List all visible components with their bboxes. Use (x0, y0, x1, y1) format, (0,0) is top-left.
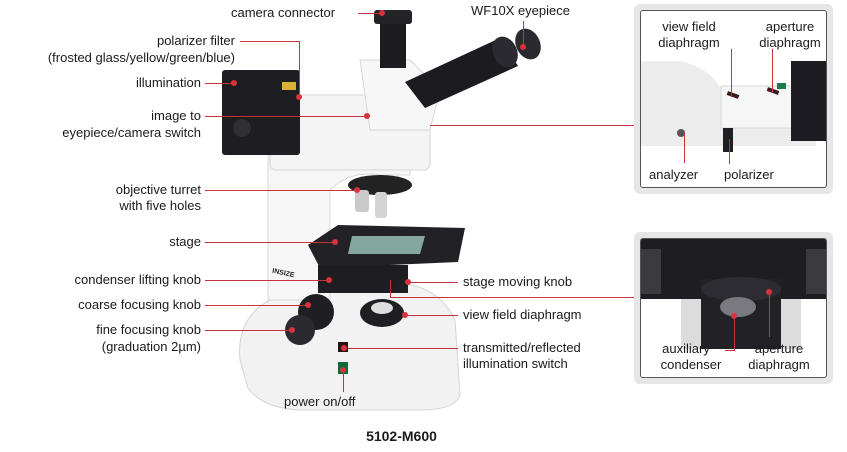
label-image-switch-2: eyepiece/camera switch (62, 125, 201, 140)
inset-bottom-leader-auxiliary (734, 317, 735, 351)
label-power: power on/off (284, 394, 356, 409)
inset-bottom-leader-aperture (769, 293, 770, 337)
leader-stage-moving (408, 282, 458, 283)
inset-top-label-viewfield-2: diaphragm (658, 35, 720, 50)
label-image-switch: image to (151, 108, 201, 123)
leader-power (343, 370, 344, 392)
leader-inset-top (430, 125, 634, 126)
leader-illumination (205, 83, 235, 84)
marker-trans-refl (341, 345, 347, 351)
marker-condenser-lifting (326, 277, 332, 283)
inset-bottom-label-auxiliary: auxiliary (662, 341, 710, 356)
label-illumination: illumination (135, 75, 201, 90)
leader-eyepiece (523, 21, 524, 46)
leader-trans-refl (348, 348, 458, 349)
label-polarizer-filter-colors: (frosted glass/yellow/green/blue) (47, 50, 235, 65)
inset-bottom-frame: auxiliary condenser aperture diaphragm (634, 232, 833, 384)
leader-polarizer-filter (240, 41, 300, 42)
inset-top-leader-viewfield (731, 49, 732, 97)
label-coarse-focus: coarse focusing knob (78, 297, 201, 312)
label-eyepiece: WF10X eyepiece (471, 3, 570, 18)
inset-bottom: auxiliary condenser aperture diaphragm (640, 238, 827, 378)
leader-image-switch (205, 116, 368, 117)
marker-coarse-focus (305, 302, 311, 308)
marker-stage (332, 239, 338, 245)
label-trans-refl: transmitted/reflected (463, 340, 581, 355)
marker-power (340, 367, 346, 373)
inset-top-label-analyzer: analyzer (649, 167, 699, 182)
leader-camera-connector (358, 13, 380, 14)
leader-condenser-lifting (205, 280, 330, 281)
label-objective-turret: objective turret (115, 182, 201, 197)
label-fine-focus-2: (graduation 2µm) (101, 339, 201, 354)
leader-stage (205, 242, 335, 243)
inset-top-leader-polarizer (729, 139, 730, 164)
leader-coarse-focus (205, 305, 309, 306)
leader-inset-bottom (390, 297, 636, 298)
inset-bottom-marker-auxiliary (731, 313, 737, 319)
leader-view-field (406, 315, 458, 316)
marker-objective-turret (354, 187, 360, 193)
inset-top-leader-aperture (772, 49, 773, 93)
marker-stage-moving (405, 279, 411, 285)
inset-bottom-label-aperture: aperture (754, 341, 804, 356)
leader-fine-focus (205, 330, 293, 331)
marker-view-field (402, 312, 408, 318)
inset-top-frame: view field diaphragm aperture diaphragm … (634, 4, 833, 194)
inset-bottom-label-aperture-2: diaphragm (748, 357, 810, 372)
label-stage: stage (169, 234, 201, 249)
inset-top: view field diaphragm aperture diaphragm … (640, 10, 827, 188)
inset-bottom-leader-auxiliary-h (725, 350, 735, 351)
marker-fine-focus (289, 327, 295, 333)
inset-top-photo (641, 61, 826, 152)
label-objective-turret-2: with five holes (119, 198, 201, 213)
marker-eyepiece (520, 44, 526, 50)
inset-bottom-photo (641, 239, 826, 349)
leader-inset-bottom-v (390, 280, 391, 298)
inset-bottom-marker-aperture (766, 289, 772, 295)
leader-polarizer-filter-v (299, 41, 300, 97)
marker-illumination (231, 80, 237, 86)
inset-top-label-aperture: aperture (765, 19, 815, 34)
label-view-field: view field diaphragm (463, 307, 582, 322)
label-camera-connector: camera connector (231, 5, 336, 20)
model-number: 5102-M600 (366, 428, 437, 444)
leader-objective-turret (205, 190, 357, 191)
inset-bottom-label-auxiliary-2: condenser (660, 357, 722, 372)
inset-top-label-viewfield: view field (662, 19, 716, 34)
label-condenser-lifting: condenser lifting knob (74, 272, 201, 287)
inset-top-label-polarizer: polarizer (724, 167, 774, 182)
label-fine-focus: fine focusing knob (96, 322, 201, 337)
label-stage-moving: stage moving knob (463, 274, 573, 289)
marker-camera-connector (379, 10, 385, 16)
marker-image-switch (364, 113, 370, 119)
marker-polarizer-filter (296, 94, 302, 100)
label-trans-refl-2: illumination switch (463, 356, 568, 371)
label-polarizer-filter: polarizer filter (156, 33, 235, 48)
inset-top-leader-analyzer (684, 133, 685, 163)
inset-top-label-aperture-2: diaphragm (759, 35, 821, 50)
